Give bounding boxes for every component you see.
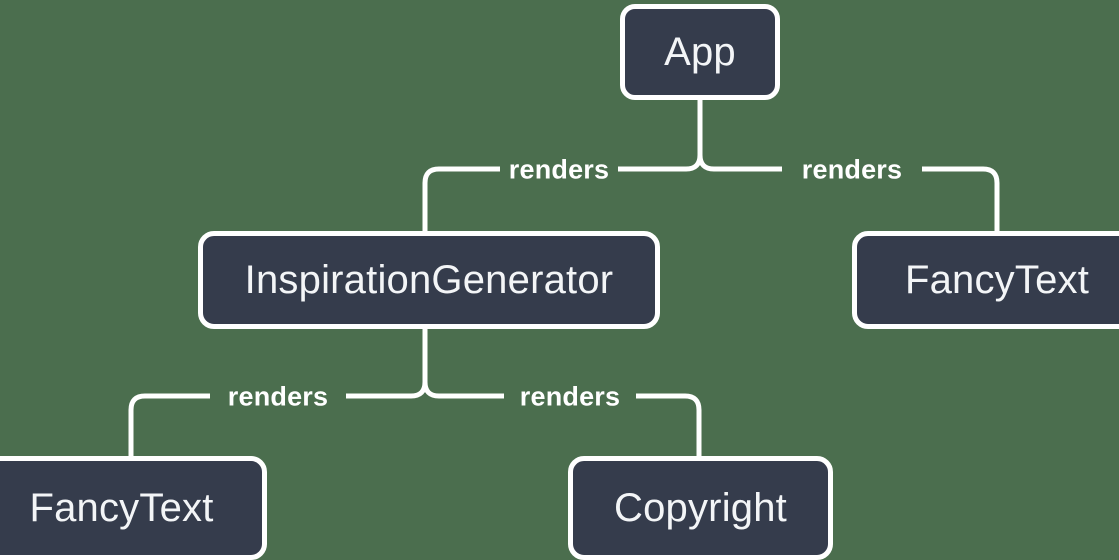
- node-app[interactable]: App: [620, 4, 780, 100]
- edge-inspiration-to-fancytext-left-seg: [128, 393, 210, 456]
- node-inspiration-generator[interactable]: InspirationGenerator: [198, 231, 660, 329]
- node-fancytext-left[interactable]: FancyText: [0, 456, 267, 560]
- edge-label-app-to-fancytext: renders: [801, 154, 903, 185]
- edge-inspiration-to-copyright-right-seg: [636, 393, 702, 456]
- node-copyright[interactable]: Copyright: [568, 456, 833, 560]
- edge-app-to-inspiration-right-seg: [618, 154, 703, 172]
- node-copyright-label: Copyright: [614, 486, 787, 530]
- edge-label-app-to-inspiration: renders: [508, 154, 610, 185]
- edge-inspiration-to-copyright-left-seg: [422, 381, 504, 399]
- edge-label-inspiration-to-copyright: renders: [519, 381, 621, 412]
- edge-app-to-fancytext-left-seg: [697, 154, 782, 172]
- node-app-label: App: [664, 30, 736, 74]
- edge-label-inspiration-to-fancytext: renders: [227, 381, 329, 412]
- node-fancytext-right-label: FancyText: [904, 258, 1090, 302]
- node-fancytext-right[interactable]: FancyText: [852, 231, 1119, 329]
- node-inspiration-generator-label: InspirationGenerator: [244, 258, 614, 302]
- edge-inspiration-to-fancytext-right-seg: [346, 381, 428, 399]
- node-fancytext-left-label: FancyText: [29, 486, 214, 530]
- edge-app-to-fancytext-right-seg: [922, 166, 1000, 231]
- edge-app-to-inspiration-left-seg: [422, 166, 500, 231]
